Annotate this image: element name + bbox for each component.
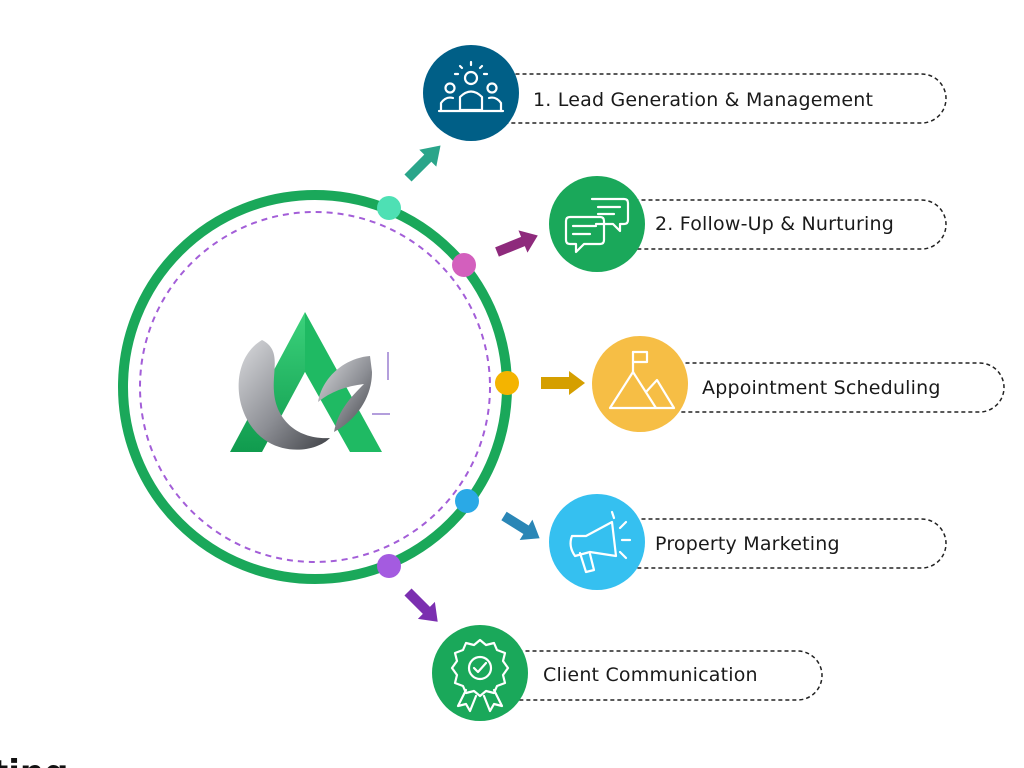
dot-property-marketing: [455, 489, 479, 513]
logo-silver-swoosh-left: [238, 340, 330, 450]
icon-circle-client-communication: [432, 625, 528, 721]
icon-circle-property-marketing: [549, 494, 645, 590]
label-lead-generation: 1. Lead Generation & Management: [533, 89, 873, 111]
team-icon: [437, 60, 505, 113]
node-client-communication: Client Communication: [432, 625, 823, 721]
mountain-flag-icon: [608, 350, 676, 410]
node-lead-generation: 1. Lead Generation & Management: [423, 45, 947, 141]
connectors: [377, 145, 585, 622]
label-appointment: Appointment Scheduling: [702, 377, 941, 399]
inner-dashed-ring: [139, 211, 491, 563]
center-hub: [118, 190, 512, 584]
logo-silver-leaf-right: [318, 356, 372, 432]
node-appointment: Appointment Scheduling: [592, 336, 1005, 432]
chat-bubbles-icon: [564, 197, 630, 254]
arrow-appointment: [541, 371, 585, 395]
label-follow-up: 2. Follow-Up & Nurturing: [655, 213, 894, 235]
award-badge-icon: [450, 638, 510, 713]
label-property-marketing: Property Marketing: [655, 533, 840, 555]
arrow-lead-generation: [404, 145, 441, 182]
arrow-property-marketing: [501, 511, 540, 540]
label-client-communication: Client Communication: [543, 664, 758, 686]
dot-follow-up: [452, 253, 476, 277]
arrow-follow-up: [495, 230, 538, 257]
dot-appointment: [495, 371, 519, 395]
arrow-client-communication: [404, 588, 438, 622]
dot-client-communication: [377, 554, 401, 578]
logo-a-inner: [282, 372, 328, 422]
node-property-marketing: Property Marketing: [549, 494, 947, 590]
node-follow-up: 2. Follow-Up & Nurturing: [549, 176, 947, 272]
megaphone-icon: [569, 510, 632, 574]
cut-off-heading-text: ting: [0, 753, 68, 768]
dot-lead-generation: [377, 196, 401, 220]
icon-circle-lead-generation: [423, 45, 519, 141]
company-logo: [230, 312, 390, 452]
